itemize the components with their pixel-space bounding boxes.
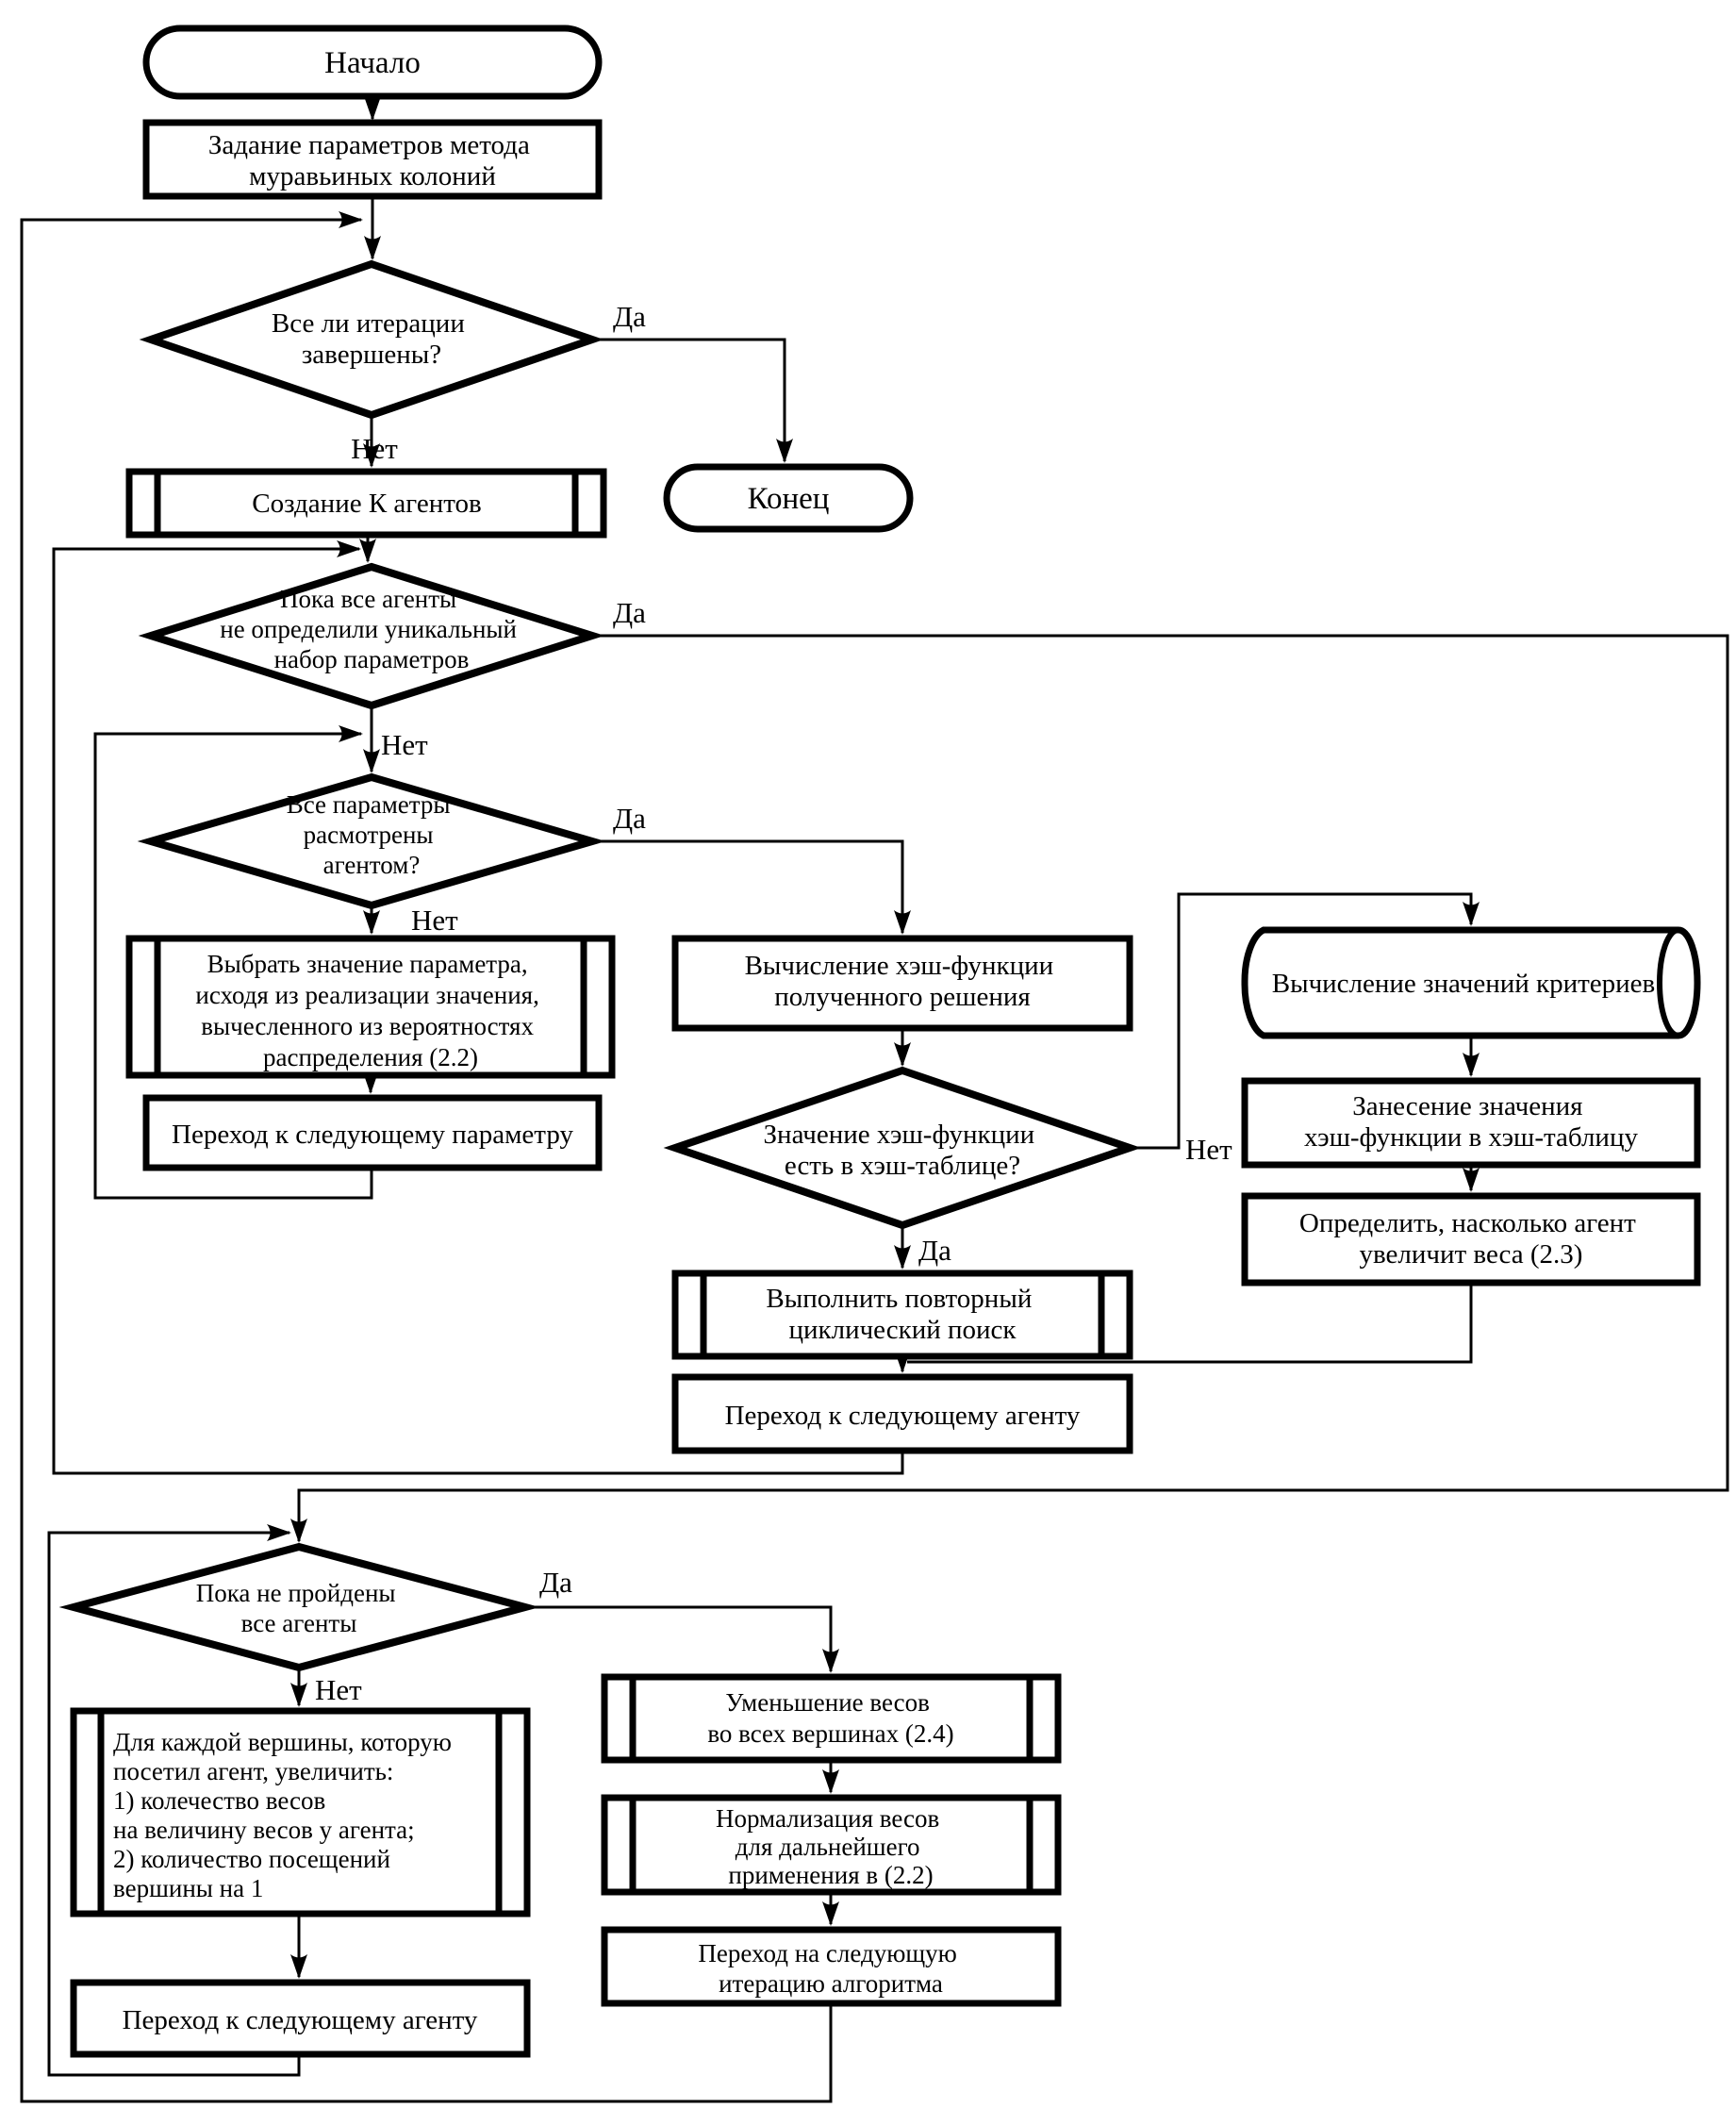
calc-criteria-cylinder-cap [1657, 927, 1700, 1038]
node-next-iteration: Переход на следующую итерацию алгоритма [601, 1926, 1062, 2007]
connector-d3-yes-to-calc-hash [592, 839, 911, 935]
next-param-shape [142, 1094, 603, 1171]
next-param-label: Переход к следующему параметру [172, 1120, 573, 1150]
node-create-agents: Создание К агентов [125, 468, 607, 539]
node-store-hash: Занесение значения хэш-функции в хэш-таб… [1241, 1077, 1701, 1169]
node-start: Начало [142, 25, 603, 100]
d1-yes-label: Да [613, 300, 646, 333]
node-next-agent-inner: Переход к следующему агенту [671, 1373, 1133, 1454]
node-calc-criteria: Вычисление значений критериев [1241, 926, 1701, 1039]
d5-label: Пока не пройдены все агенты [196, 1579, 403, 1637]
node-next-param: Переход к следующему параметру [142, 1094, 603, 1171]
create-agents-label: Создание К агентов [252, 489, 481, 519]
d5-decision-shape [58, 1542, 540, 1672]
update-vertices-label: Для каждой вершины, которую посетил аген… [113, 1728, 458, 1902]
node-decrease-weights: Уменьшение весов во всех вершинах (2.4) [601, 1673, 1062, 1764]
d2-label: Пока все агенты не определили уникальный… [220, 585, 522, 673]
node-set-params: Задание параметров метода муравьиных кол… [142, 119, 603, 200]
next-agent-inner-shape [671, 1373, 1133, 1454]
node-d4-hash-in-table: Значение хэш-функции есть в хэш-таблице? [663, 1066, 1142, 1230]
node-d1-iterations-done: Все ли итерации завершены? [139, 259, 604, 420]
normalize-weights-label: Нормализация весов для дальнейшего приме… [716, 1804, 946, 1889]
d2-yes-label: Да [613, 596, 646, 629]
connector-d4-no-to-calc-criteria [1130, 892, 1480, 1150]
connectors [20, 96, 1729, 2103]
d4-decision-shape [663, 1066, 1142, 1230]
store-hash-shape [1241, 1077, 1701, 1169]
node-d3-all-params-considered: Все параметры расмотрены агентом? [137, 772, 606, 910]
start-terminator-shape [142, 25, 603, 100]
end-label: Конец [748, 482, 830, 516]
connector-next-agent-outer-loop-to-d5 [47, 1524, 301, 2077]
next-agent-outer-label: Переход к следующему агенту [123, 2005, 478, 2035]
d5-no-label: Нет [315, 1673, 362, 1706]
next-agent-outer-shape [70, 1979, 531, 2058]
calc-hash-label: Вычисление хэш-функции полученного решен… [745, 951, 1061, 1012]
connector-d1-yes-to-end [592, 338, 793, 463]
next-iteration-label: Переход на следующую итерацию алгоритма [698, 1939, 963, 1998]
repeat-search-shape [671, 1270, 1133, 1360]
normalize-weights-shape [601, 1794, 1062, 1896]
node-next-agent-outer: Переход к следующему агенту [70, 1979, 531, 2058]
connector-d2-yes-to-d5 [290, 634, 1729, 1543]
node-d5-all-agents-passed: Пока не пройдены все агенты [58, 1542, 540, 1672]
connector-d5-yes-to-decrease-weights [525, 1605, 839, 1673]
d3-yes-label: Да [613, 802, 646, 835]
node-update-vertices: Для каждой вершины, которую посетил аген… [70, 1707, 531, 1917]
calc-criteria-label: Вычисление значений критериев [1272, 969, 1656, 999]
node-repeat-cyclic-search: Выполнить повторный циклический поиск [671, 1270, 1133, 1360]
d2-decision-shape [138, 562, 605, 710]
create-agents-shape [125, 468, 607, 539]
d3-no-label: Нет [411, 904, 458, 937]
connector-next-param-loop-to-d3 [93, 725, 373, 1200]
end-terminator-shape [663, 463, 914, 533]
connector-determine-weights-merge [907, 1283, 1473, 1364]
update-vertices-shape [70, 1707, 531, 1917]
d1-no-label: Нет [351, 432, 398, 465]
connector-next-agent-inner-loop-to-d2 [52, 540, 904, 1475]
node-normalize-weights: Нормализация весов для дальнейшего приме… [601, 1794, 1062, 1896]
d4-no-label: Нет [1185, 1133, 1232, 1166]
determine-weights-label: Определить, насколько агент увеличит вес… [1299, 1208, 1643, 1270]
choose-param-shape [125, 935, 616, 1079]
set-params-label: Задание параметров метода муравьиных кол… [208, 130, 537, 191]
decrease-weights-shape [601, 1673, 1062, 1764]
calc-hash-shape [671, 935, 1133, 1032]
determine-weights-shape [1241, 1192, 1701, 1286]
d4-label: Значение хэш-функции есть в хэш-таблице? [764, 1120, 1042, 1181]
d2-no-label: Нет [381, 728, 428, 761]
d3-label: Все параметры расмотрены агентом? [287, 790, 457, 879]
node-end: Конец [663, 463, 914, 533]
node-choose-param-value: Выбрать значение параметра, исходя из ре… [125, 935, 616, 1079]
node-calc-hash: Вычисление хэш-функции полученного решен… [671, 935, 1133, 1032]
d5-yes-label: Да [539, 1566, 572, 1599]
d1-decision-shape [139, 259, 604, 420]
set-params-shape [142, 119, 603, 200]
branch-labels: Да Нет Да Нет Да Нет Нет Да Да Нет [315, 300, 1232, 1706]
d4-yes-label: Да [918, 1234, 951, 1267]
next-iteration-shape [601, 1926, 1062, 2007]
d3-decision-shape [137, 772, 606, 910]
start-label: Начало [324, 46, 421, 80]
node-determine-weight-increase: Определить, насколько агент увеличит вес… [1241, 1192, 1701, 1286]
repeat-search-label: Выполнить повторный циклический поиск [766, 1284, 1038, 1345]
connector-next-iteration-loop-to-d1 [20, 211, 833, 2103]
choose-param-label: Выбрать значение параметра, исходя из ре… [195, 950, 545, 1071]
node-d2-agents-unique-params: Пока все агенты не определили уникальный… [138, 562, 605, 710]
decrease-weights-label: Уменьшение весов во всех вершинах (2.4) [707, 1688, 953, 1748]
store-hash-label: Занесение значения хэш-функции в хэш-таб… [1304, 1091, 1638, 1153]
next-agent-inner-label: Переход к следующему агенту [725, 1401, 1081, 1431]
d1-label: Все ли итерации завершены? [272, 308, 471, 370]
